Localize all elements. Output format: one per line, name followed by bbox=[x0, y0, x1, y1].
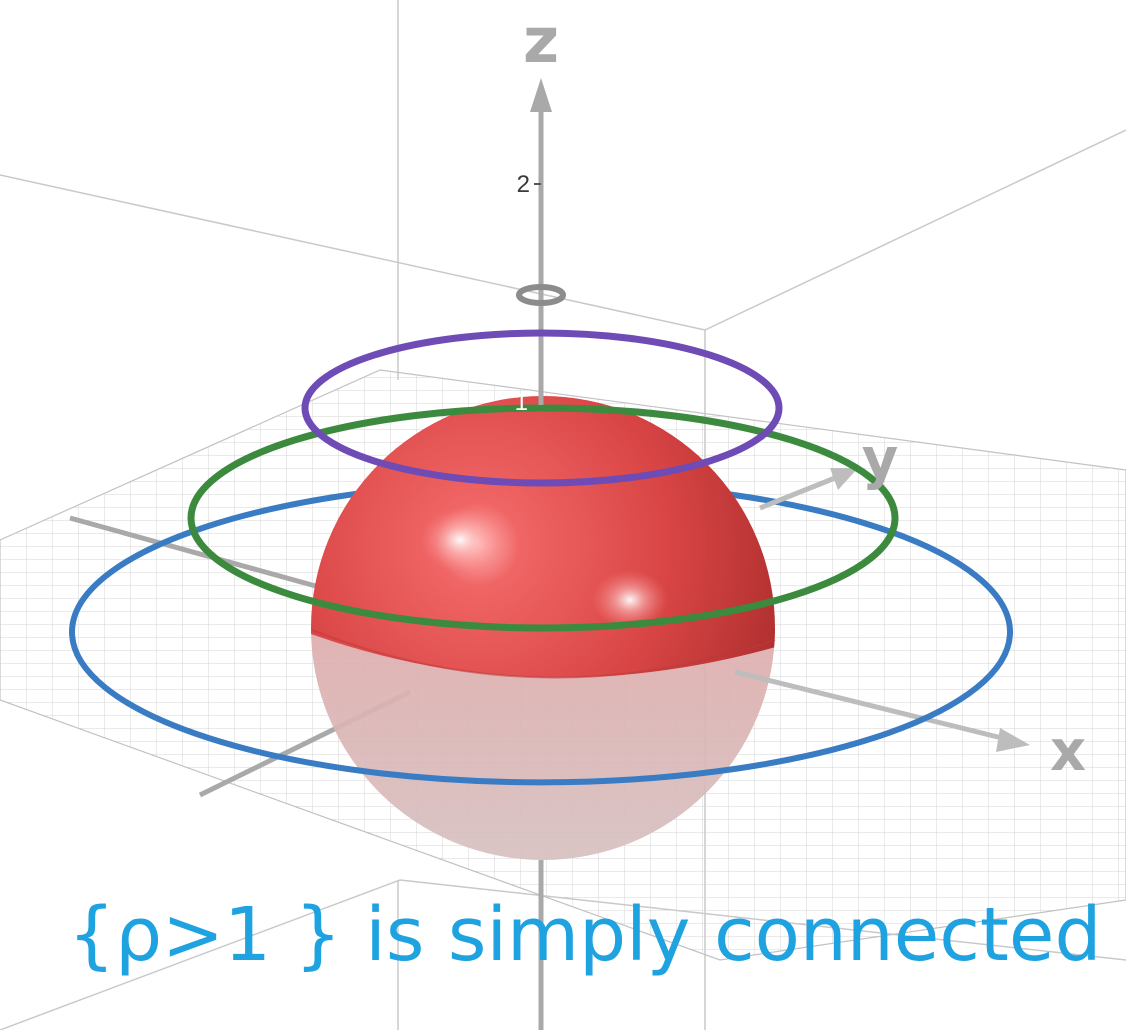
x-axis-positive bbox=[734, 669, 1030, 752]
x-axis-negative bbox=[69, 515, 331, 593]
y-axis-label: y bbox=[862, 427, 899, 492]
small-ring bbox=[516, 284, 566, 306]
sphere-equator-edge bbox=[311, 629, 776, 679]
circle-purple bbox=[301, 329, 783, 487]
z-tick-1: 1 bbox=[515, 389, 528, 416]
circle-blue-front bbox=[69, 631, 1013, 786]
z-axis-label: z bbox=[523, 4, 559, 77]
sphere-lower-half bbox=[311, 630, 775, 860]
y-axis-positive bbox=[759, 468, 858, 511]
z-tick-2: 2 bbox=[517, 171, 530, 198]
z-axis-upper bbox=[530, 78, 552, 405]
x-axis-label: x bbox=[1050, 719, 1086, 784]
caption-text: {ρ>1 } is simply connected bbox=[68, 892, 1101, 978]
circle-green bbox=[187, 404, 899, 632]
